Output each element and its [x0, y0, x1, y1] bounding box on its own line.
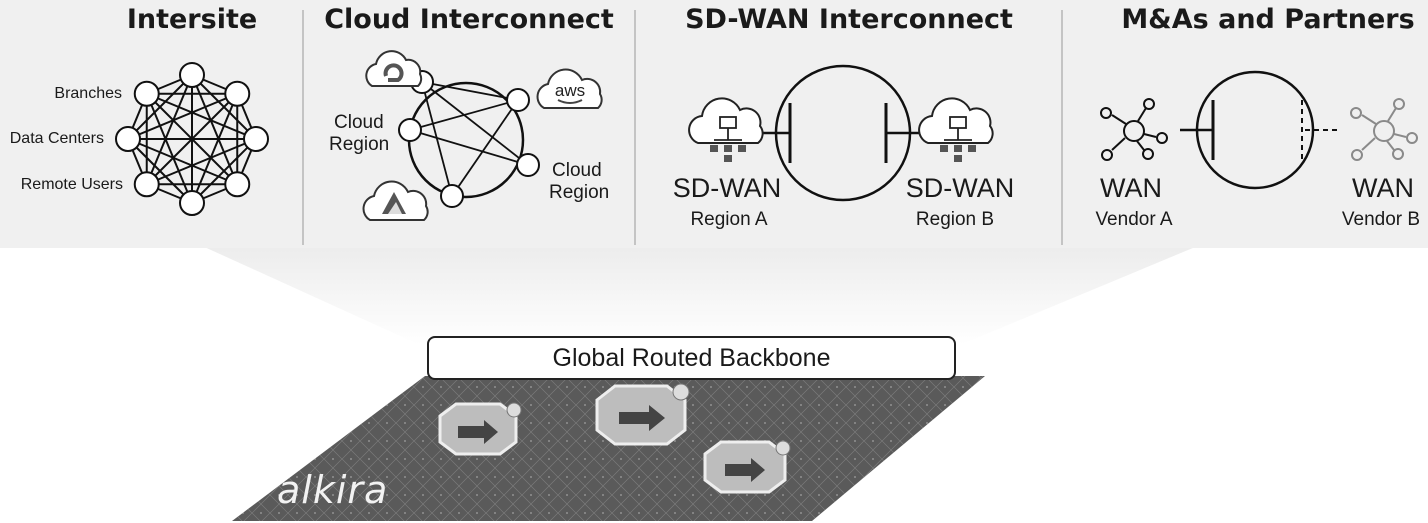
mesh-node: [115, 126, 141, 152]
alkira-logo: alkira: [277, 468, 389, 512]
mesh-node: [179, 62, 205, 88]
section-title-intersite: Intersite: [126, 4, 258, 35]
cloud-interconnect-diagram: [398, 70, 540, 208]
label-data-centers: Data Centers: [9, 130, 104, 147]
mesh-node: [179, 190, 205, 216]
cloud-exchange-node: [595, 383, 690, 446]
mesh-link: [145, 93, 193, 204]
mesh-node: [133, 171, 160, 198]
global-routed-backbone-label: Global Routed Backbone: [427, 336, 956, 380]
label-cloud-right: Cloud: [552, 160, 602, 181]
section-title-sdwan-interconnect: SD-WAN Interconnect: [685, 4, 1013, 35]
cloud-exchange-node: [703, 440, 791, 494]
sdwan-right-title: SD-WAN: [905, 173, 1015, 203]
label-region-left: Region: [329, 134, 390, 155]
mesh-link: [127, 138, 193, 204]
wan-vendor-b-subtitle: Vendor B: [1341, 209, 1421, 230]
sdwan-region-a-icon: [688, 97, 764, 162]
projection-beam: [200, 245, 1200, 345]
wan-vendor-a-subtitle: Vendor A: [1095, 209, 1173, 230]
cloud-exchange-node: [438, 402, 522, 456]
mesh-link: [146, 92, 257, 140]
intersite-mesh-diagram: [115, 62, 269, 216]
sdwan-right-subtitle: Region B: [915, 209, 995, 230]
vendor-b-hub-icon: [1350, 98, 1418, 161]
wan-vendor-b-title: WAN: [1352, 173, 1414, 203]
sdwan-region-b-icon: [918, 97, 994, 162]
label-remote-users: Remote Users: [20, 176, 123, 193]
ma-partners-diagram: [1180, 70, 1340, 190]
wan-vendor-a-title: WAN: [1100, 173, 1162, 203]
mesh-node: [243, 126, 269, 152]
google-cloud-icon: [365, 50, 423, 87]
mesh-node: [224, 171, 251, 198]
mesh-node: [133, 80, 160, 107]
section-title-cloud-interconnect: Cloud Interconnect: [324, 4, 614, 35]
mesh-link: [146, 93, 238, 185]
azure-cloud-icon: [362, 180, 429, 221]
label-branches: Branches: [54, 85, 122, 102]
label-region-right: Region: [549, 182, 610, 203]
sdwan-left-subtitle: Region A: [690, 209, 768, 230]
aws-cloud-icon: aws: [536, 68, 603, 109]
sdwan-interconnect-diagram: [761, 64, 922, 202]
section-title-ma-partners: M&As and Partners: [1121, 4, 1415, 35]
svg-text:aws: aws: [555, 81, 585, 100]
vendor-a-hub-icon: [1100, 98, 1168, 161]
world-map-mesh: [232, 376, 985, 521]
mesh-node: [224, 80, 251, 107]
label-cloud-left: Cloud: [334, 112, 384, 133]
sdwan-left-title: SD-WAN: [672, 173, 782, 203]
